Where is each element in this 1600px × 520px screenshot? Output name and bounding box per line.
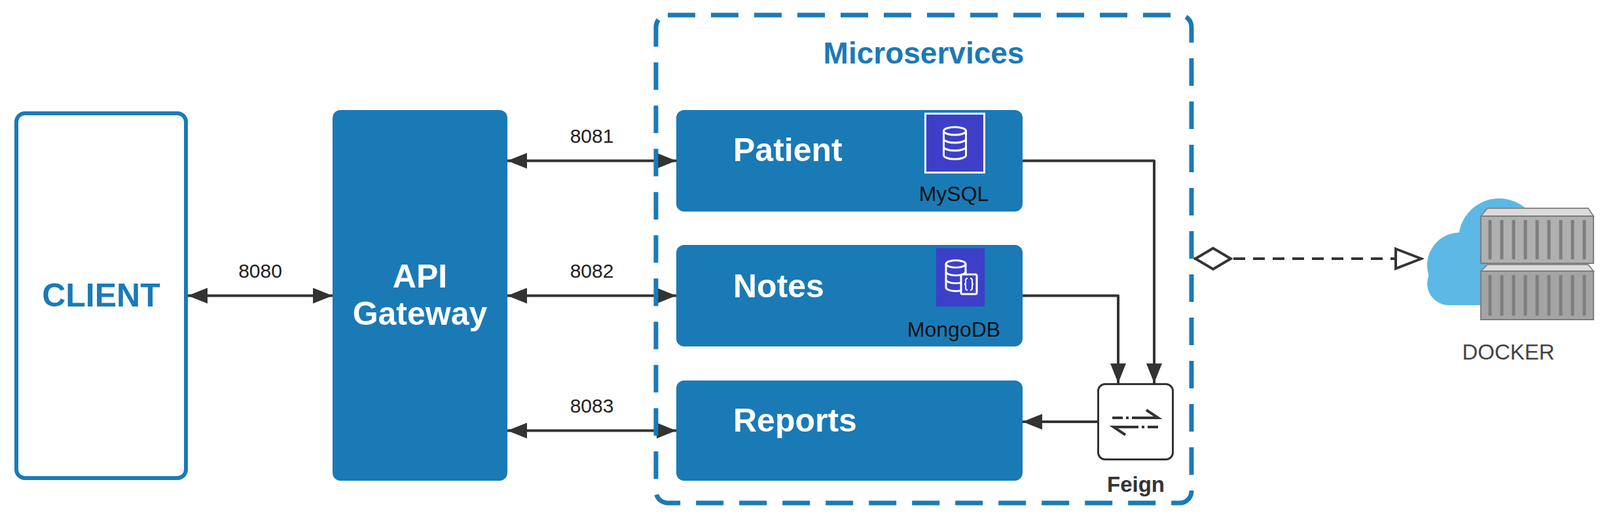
connector <box>187 294 333 298</box>
gateway-box: API Gateway <box>332 109 508 481</box>
box-title: CLIENT <box>41 276 161 315</box>
port-label: 8083 <box>567 394 617 417</box>
group-title: Microservices <box>823 36 1025 71</box>
service-title: Reports <box>733 401 857 440</box>
connector <box>507 429 677 433</box>
icon-label: Feign <box>1107 472 1165 497</box>
connector <box>1022 295 1119 384</box>
connector <box>1022 161 1155 384</box>
feign-client: Feign <box>1097 382 1174 461</box>
connector <box>507 294 677 298</box>
service-box: PatientMySQL <box>676 109 1023 212</box>
port-label: 8080 <box>235 259 285 282</box>
service-title: Notes <box>733 267 825 306</box>
connector <box>1022 420 1098 423</box>
connector <box>1194 257 1422 260</box>
docker-icon <box>1421 183 1597 334</box>
port-label: 8082 <box>567 259 617 282</box>
service-box: Reports <box>676 380 1023 481</box>
database-icon <box>936 248 985 307</box>
feign-icon <box>1099 384 1172 459</box>
client-box: CLIENT <box>14 111 188 480</box>
port-label: 8081 <box>567 125 617 147</box>
database-label: MongoDB <box>907 317 1001 342</box>
database-icon <box>924 112 986 174</box>
docker-cloud: DOCKER <box>1421 183 1597 367</box>
service-title: Patient <box>733 131 843 170</box>
icon-label: DOCKER <box>1461 339 1555 365</box>
service-box: NotesMongoDB <box>676 244 1023 347</box>
service-group: MicroservicesPatientMySQL NotesMongoDB Rep… <box>653 12 1195 506</box>
connector <box>507 159 677 163</box>
database-label: MySQL <box>919 181 990 207</box>
box-title: API Gateway <box>341 257 499 334</box>
